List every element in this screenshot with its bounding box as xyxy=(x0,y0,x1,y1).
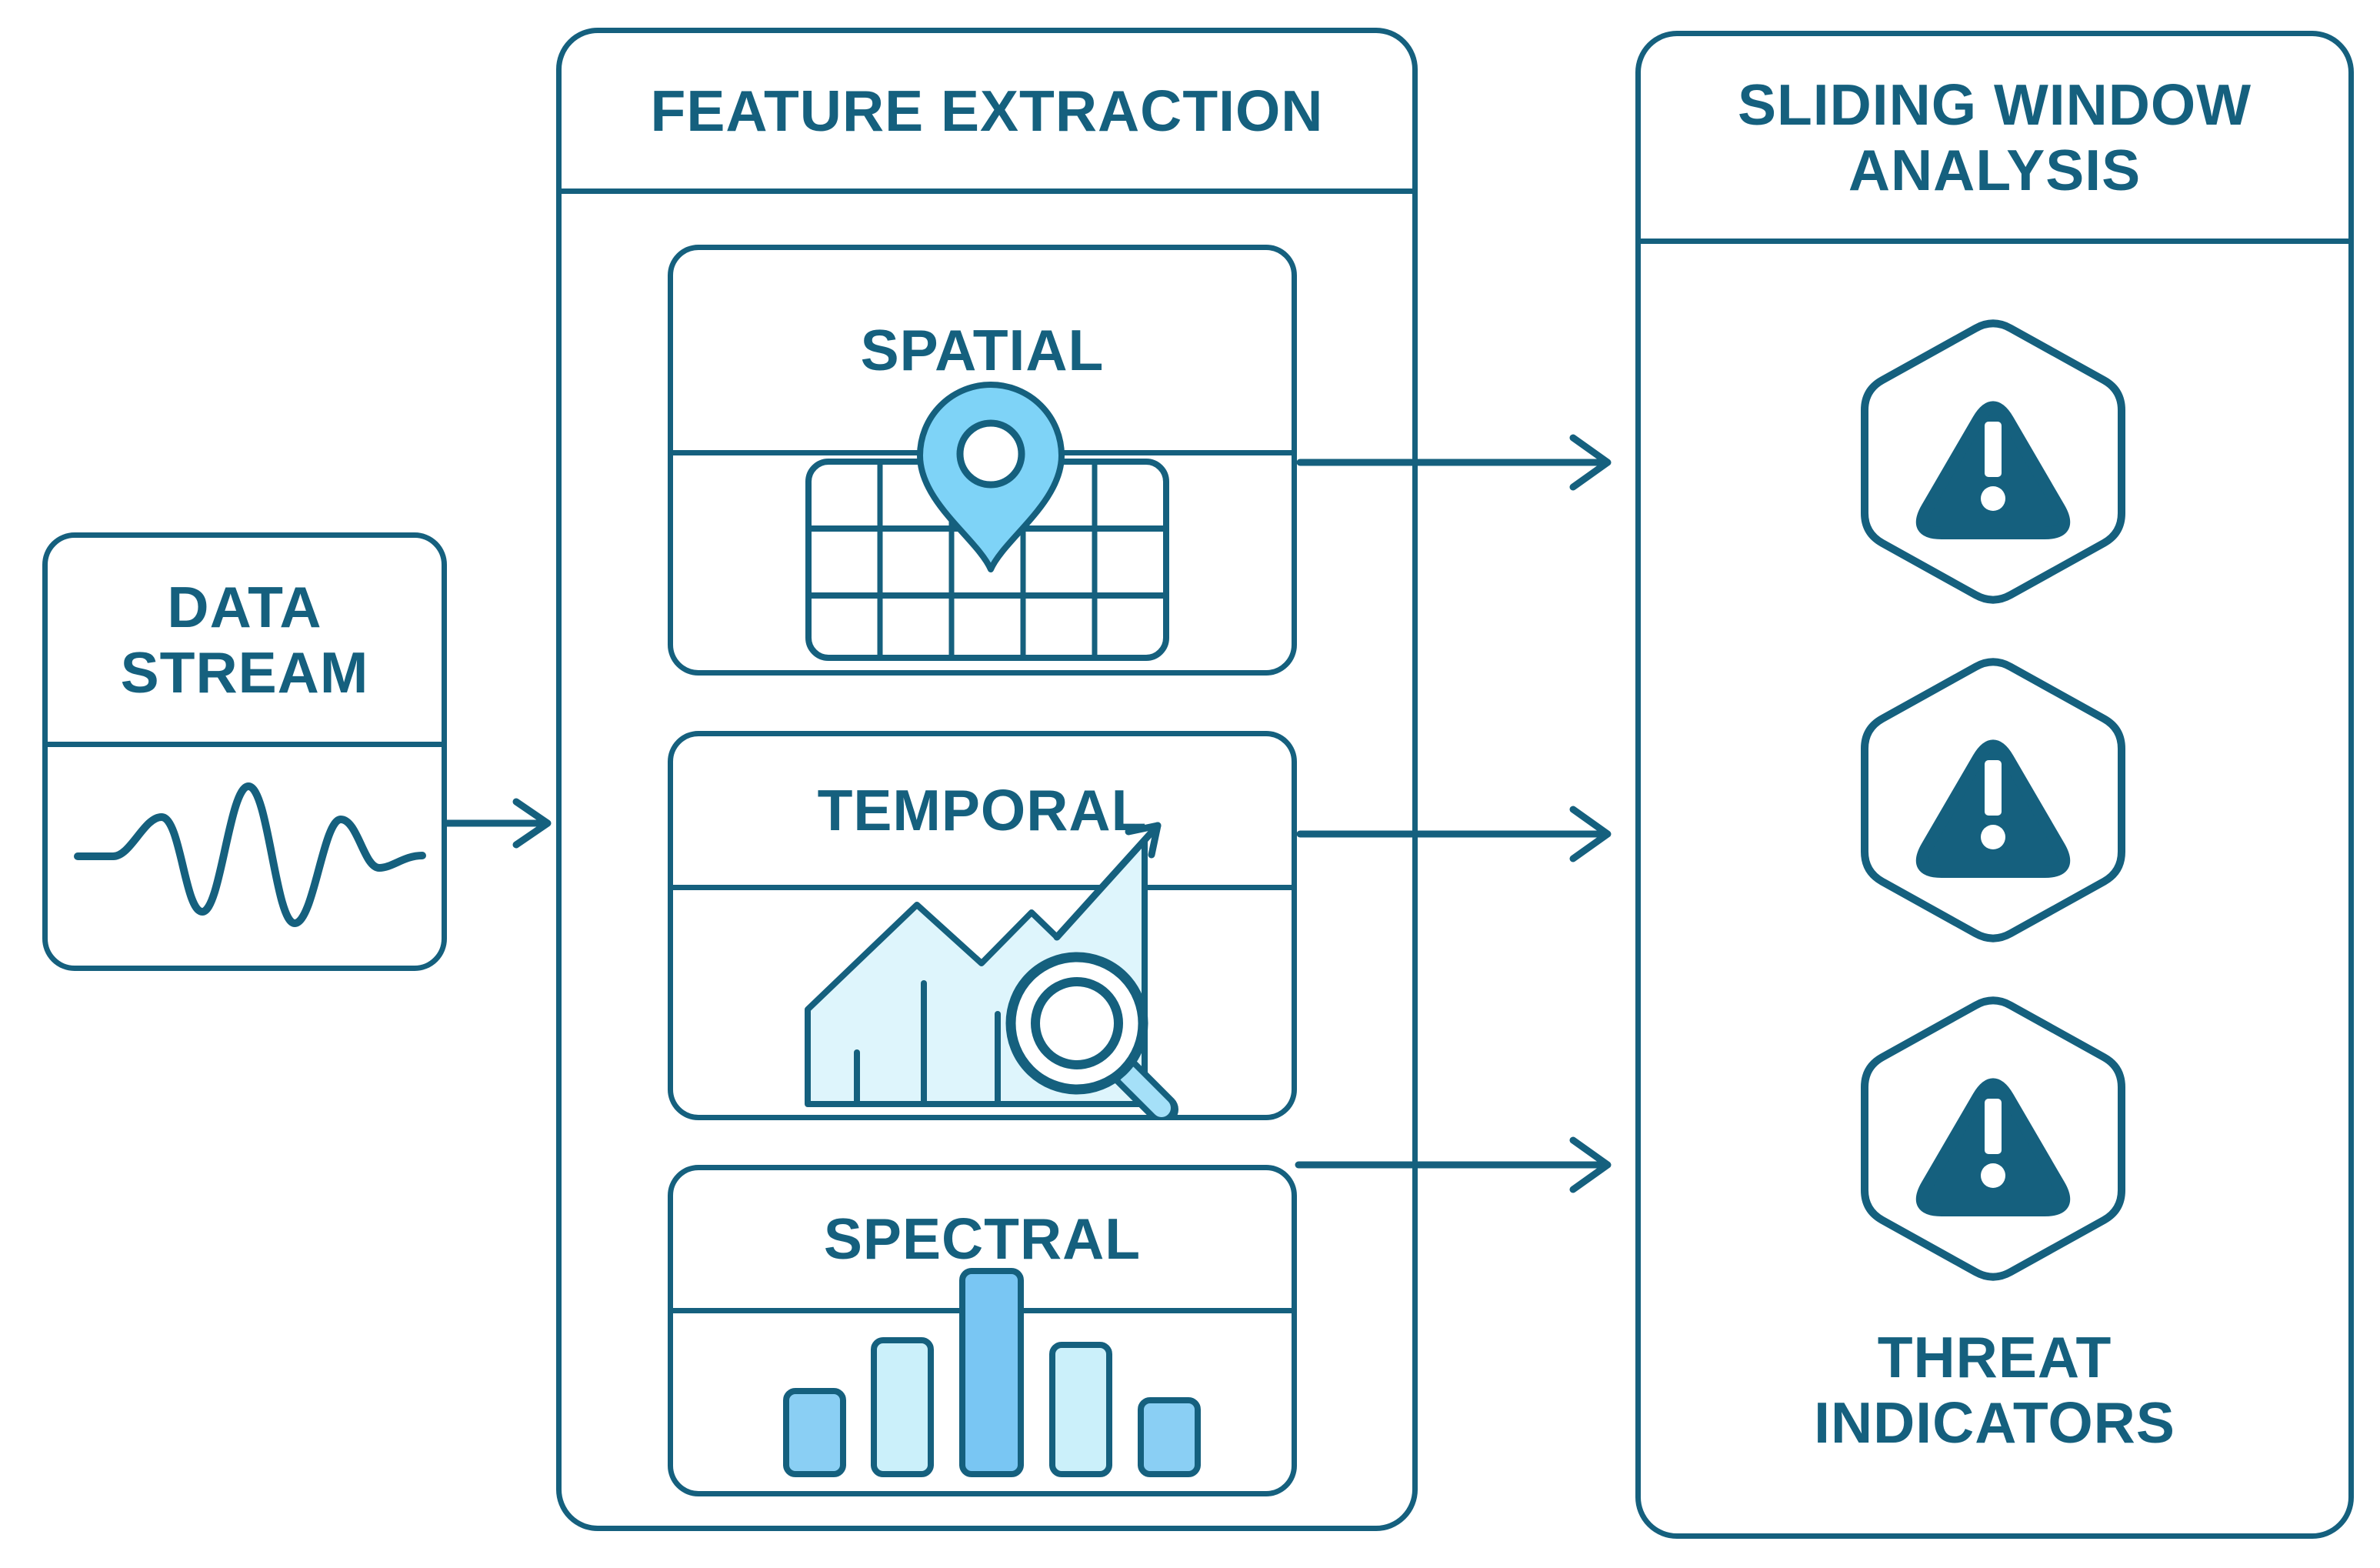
sliding-window-header: SLIDING WINDOW ANALYSIS xyxy=(1641,36,2348,244)
map-grid-location-pin-icon xyxy=(805,382,1169,661)
trend-arrow-icon xyxy=(1053,822,1162,941)
warning-hexagon-icon xyxy=(1865,323,2122,599)
threat-caption-line2: INDICATORS xyxy=(1814,1390,2175,1455)
threat-indicators-caption: THREAT INDICATORS xyxy=(1635,1325,2354,1456)
magnifier-icon xyxy=(1005,952,1178,1119)
temporal-header: TEMPORAL xyxy=(673,736,1292,890)
feature-extraction-title: FEATURE EXTRACTION xyxy=(650,78,1324,143)
warning-hexagon-icon xyxy=(1865,662,2122,938)
data-stream-header: DATA STREAM xyxy=(48,538,442,747)
trend-chart-magnifier-icon xyxy=(805,822,1178,1119)
spectrum-bars-icon xyxy=(783,1268,1201,1477)
warning-hexagon-icon xyxy=(1865,1000,2122,1276)
data-stream-title-line2: STREAM xyxy=(120,639,369,705)
waveform-icon xyxy=(74,782,426,927)
data-stream-title-line1: DATA xyxy=(167,574,322,639)
feature-extraction-header: FEATURE EXTRACTION xyxy=(562,33,1412,194)
sliding-window-title-line2: ANALYSIS xyxy=(1848,137,2142,202)
spatial-title: SPATIAL xyxy=(860,317,1105,382)
threat-indicator-hexagons xyxy=(1769,292,2217,1308)
threat-caption-line1: THREAT xyxy=(1877,1325,2112,1390)
spectral-title: SPECTRAL xyxy=(823,1206,1142,1272)
temporal-title: TEMPORAL xyxy=(817,778,1148,843)
sliding-window-title-line1: SLIDING WINDOW xyxy=(1737,72,2252,137)
arrow-data-to-feature xyxy=(443,798,552,849)
data-stream-box: DATA STREAM xyxy=(42,532,447,971)
